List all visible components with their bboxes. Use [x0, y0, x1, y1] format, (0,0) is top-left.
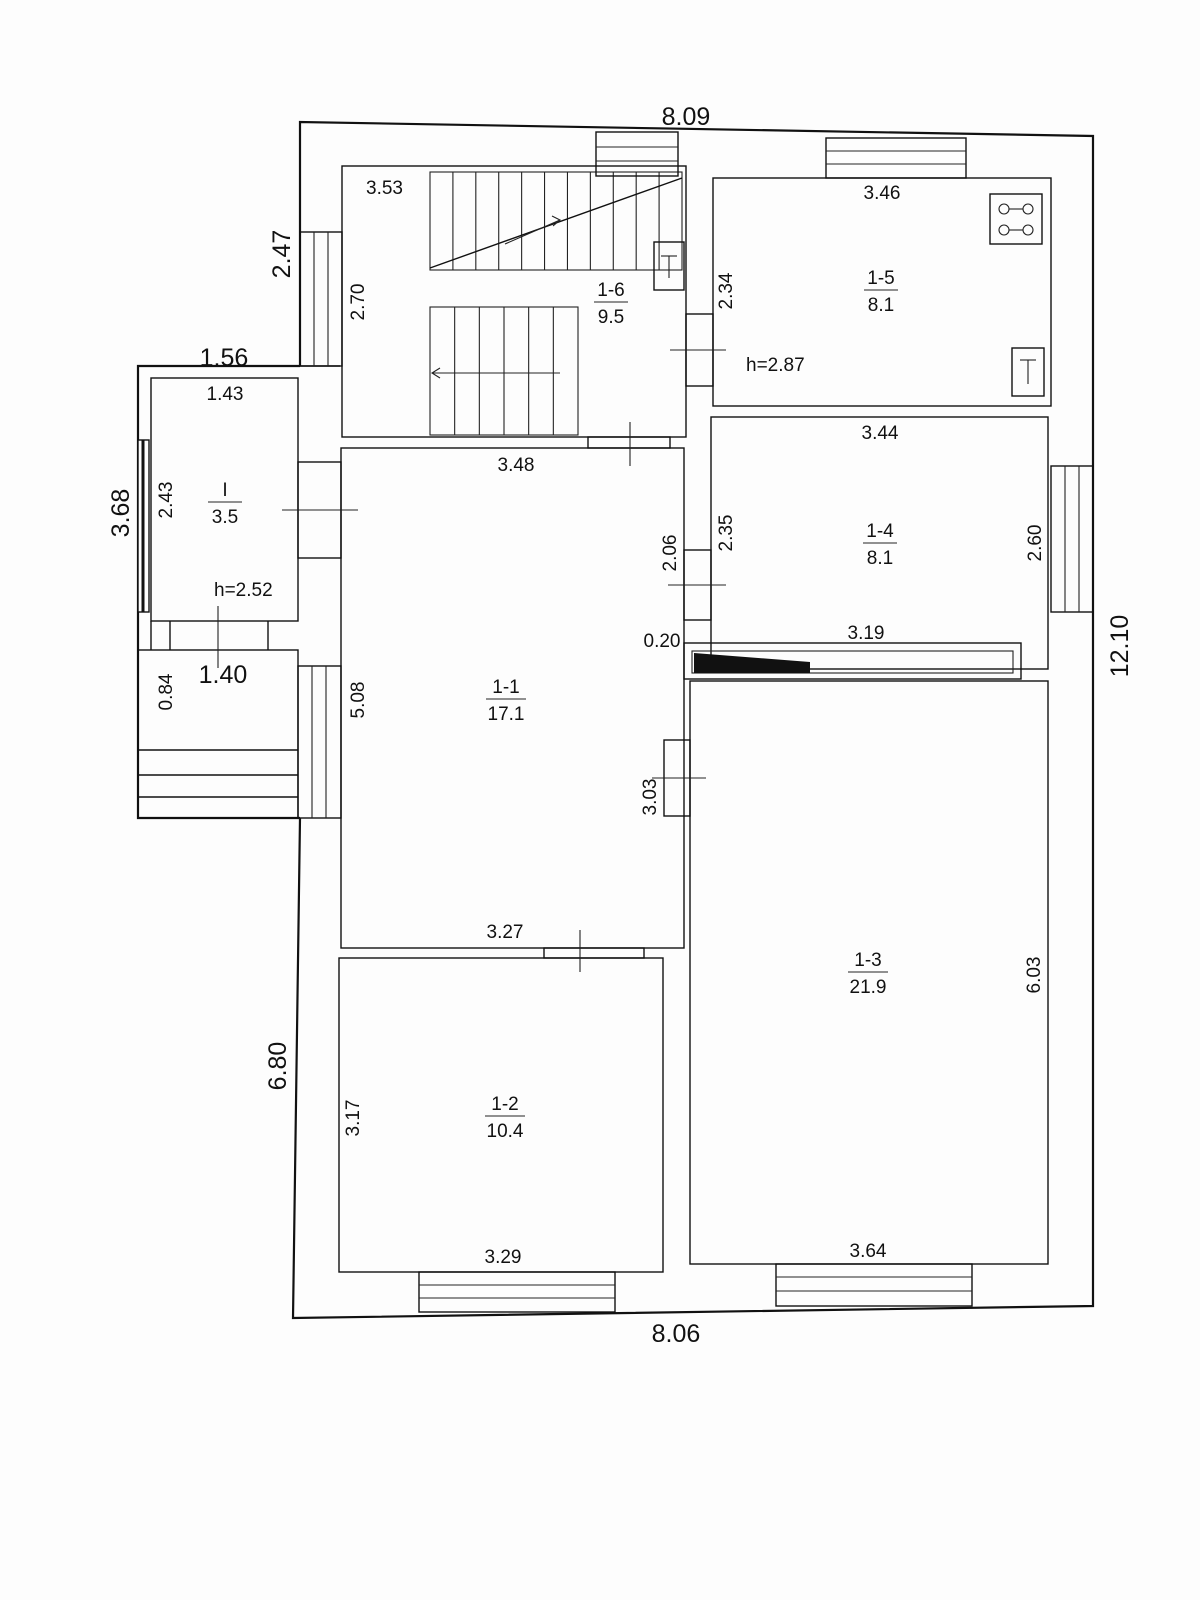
room-1-2-outline — [338, 957, 664, 1273]
dim-overall-top: 8.09 — [662, 103, 711, 131]
dim-1-1-height: 5.08 — [348, 682, 369, 719]
doors — [217, 313, 726, 972]
room-1-6-outline — [341, 165, 687, 438]
room-code: 1-6 — [597, 280, 624, 301]
door-1-1-to-1-2 — [543, 930, 645, 972]
dim-porch-height: 3.68 — [107, 489, 135, 538]
porch-steps — [138, 621, 298, 798]
dim-1-6-width: 3.53 — [366, 178, 403, 199]
dim-porch-step-height: 1.40 — [199, 661, 248, 689]
room-labels: 1-6 9.5 1-5 8.1 I 3.5 1-4 8.1 1-1 17.1 1… — [208, 268, 898, 1142]
room-label-1-6: 1-6 9.5 — [594, 280, 628, 328]
windows — [137, 131, 1094, 1313]
room-label-1-4: 1-4 8.1 — [863, 521, 897, 569]
room-code: 1-1 — [492, 677, 519, 698]
heater-icon-kitchen — [1011, 347, 1045, 397]
dim-I-width: 1.43 — [207, 384, 244, 405]
room-outlines — [137, 165, 1052, 1273]
room-area: 8.1 — [868, 295, 894, 316]
room-label-1-3: 1-3 21.9 — [848, 950, 888, 998]
dim-1-4-width: 3.44 — [862, 423, 899, 444]
window-porch — [137, 439, 150, 613]
dim-1-1-bottom: 3.27 — [487, 922, 524, 943]
dim-1-5-width: 3.46 — [864, 183, 901, 204]
dim-porch-step-depth: 0.84 — [156, 673, 177, 710]
room-label-1-1: 1-1 17.1 — [486, 677, 526, 725]
room-area: 21.9 — [850, 977, 887, 998]
room-area: 17.1 — [488, 704, 525, 725]
dim-left-upper: 2.47 — [268, 230, 296, 279]
dim-I-height: 2.43 — [156, 482, 177, 519]
dim-1-1-side-lower: 3.03 — [640, 779, 661, 816]
door-1-1-to-1-4 — [668, 549, 726, 621]
door-I-to-1-1 — [282, 461, 358, 559]
window-left-stair — [299, 231, 343, 367]
interior-dimensions: 3.53 2.70 3.46 2.34 h=2.87 1.43 2.43 h=2… — [156, 178, 1046, 1268]
dim-1-1-side-upper: 2.06 — [660, 535, 681, 572]
dim-1-5-ceiling: h=2.87 — [746, 355, 805, 376]
room-area: 8.1 — [867, 548, 893, 569]
dim-1-1-width: 3.48 — [498, 455, 535, 476]
room-area: 9.5 — [598, 307, 624, 328]
dim-porch-width: 1.56 — [200, 344, 249, 372]
chimney-strip — [683, 642, 1022, 680]
window-bottom-1-3 — [775, 1263, 973, 1307]
room-code: 1-3 — [854, 950, 881, 971]
door-1-6-to-1-1 — [587, 422, 671, 466]
dim-overall-bottom: 8.06 — [652, 1320, 701, 1348]
heater-icon-stair — [653, 241, 685, 291]
room-area: 3.5 — [212, 507, 238, 528]
exterior-dimensions: 8.09 8.06 12.10 2.47 6.80 1.56 3.68 1.40… — [107, 103, 1134, 1348]
dim-1-2-height: 3.17 — [343, 1100, 364, 1137]
window-left-1-1 — [297, 665, 342, 819]
window-top-kitchen — [825, 137, 967, 179]
room-label-1-5: 1-5 8.1 — [864, 268, 898, 316]
dim-I-ceiling: h=2.52 — [214, 580, 273, 601]
room-label-1-2: 1-2 10.4 — [485, 1094, 525, 1142]
dim-overall-right: 12.10 — [1106, 615, 1134, 678]
door-1-1-to-1-3 — [652, 739, 706, 817]
dim-1-4-height-right: 2.60 — [1025, 525, 1046, 562]
room-code: 1-2 — [491, 1094, 518, 1115]
dim-1-3-height: 6.03 — [1024, 957, 1045, 994]
room-area: 10.4 — [487, 1121, 524, 1142]
window-bottom-1-2 — [418, 1271, 616, 1313]
window-top-stair — [595, 131, 679, 177]
dim-1-4-height-left: 2.35 — [716, 515, 737, 552]
dim-left-lower: 6.80 — [264, 1042, 292, 1091]
exterior-walls — [136, 120, 1095, 1320]
stove-icon — [989, 193, 1043, 245]
dim-1-2-width: 3.29 — [485, 1247, 522, 1268]
room-label-I: I 3.5 — [208, 480, 242, 528]
dim-1-6-height: 2.70 — [348, 284, 369, 321]
dim-chimney-wall: 0.20 — [644, 631, 681, 652]
room-1-4-outline — [710, 416, 1049, 670]
dim-1-3-width: 3.64 — [850, 1241, 887, 1262]
room-code: 1-5 — [867, 268, 894, 289]
room-1-1-outline — [340, 447, 685, 949]
staircase — [429, 171, 683, 436]
door-1-6-to-1-5 — [670, 313, 726, 387]
dim-1-4-bottom: 3.19 — [848, 623, 885, 644]
room-code: 1-4 — [866, 521, 894, 542]
room-code: I — [222, 480, 227, 501]
window-right-1-4 — [1050, 465, 1094, 613]
dim-1-5-height: 2.34 — [716, 272, 737, 309]
